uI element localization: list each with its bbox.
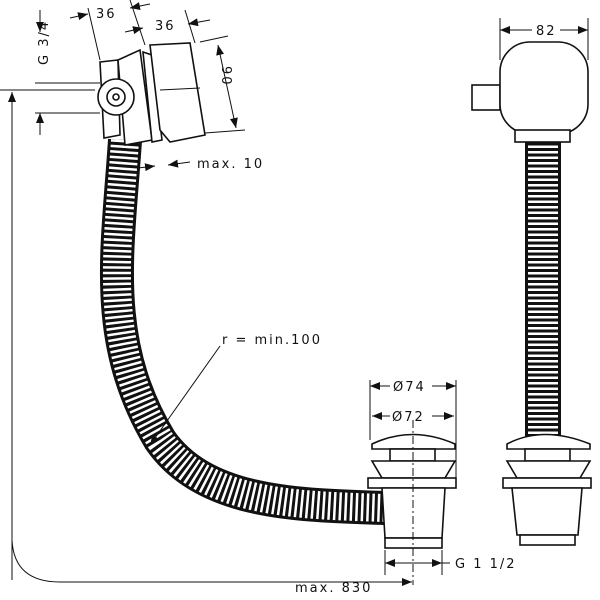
thread-overflow-label: G 3/4 bbox=[37, 20, 52, 65]
valve-width-label: 36 bbox=[155, 19, 176, 34]
left-flexible-hose bbox=[99, 138, 386, 525]
overflow-diameter-label: 90 bbox=[218, 66, 233, 87]
bend-radius-label: r = min.100 bbox=[222, 333, 322, 348]
valve-housing bbox=[471, 41, 589, 143]
right-waste-valve bbox=[502, 433, 592, 546]
dimension-lines bbox=[0, 0, 589, 586]
overflow-assembly bbox=[97, 42, 206, 146]
housing-width-label: 82 bbox=[536, 24, 557, 39]
thread-waste-label: G 1 1/2 bbox=[455, 557, 517, 572]
cap-inner-diameter-label: Ø72 bbox=[392, 410, 425, 425]
overflow-width-label: 36 bbox=[96, 7, 117, 22]
cap-outer-diameter-label: Ø74 bbox=[393, 380, 426, 395]
left-waste-valve bbox=[367, 420, 457, 585]
max-wall-label: max. 10 bbox=[197, 157, 264, 172]
max-length-label: max. 830 bbox=[295, 581, 372, 596]
